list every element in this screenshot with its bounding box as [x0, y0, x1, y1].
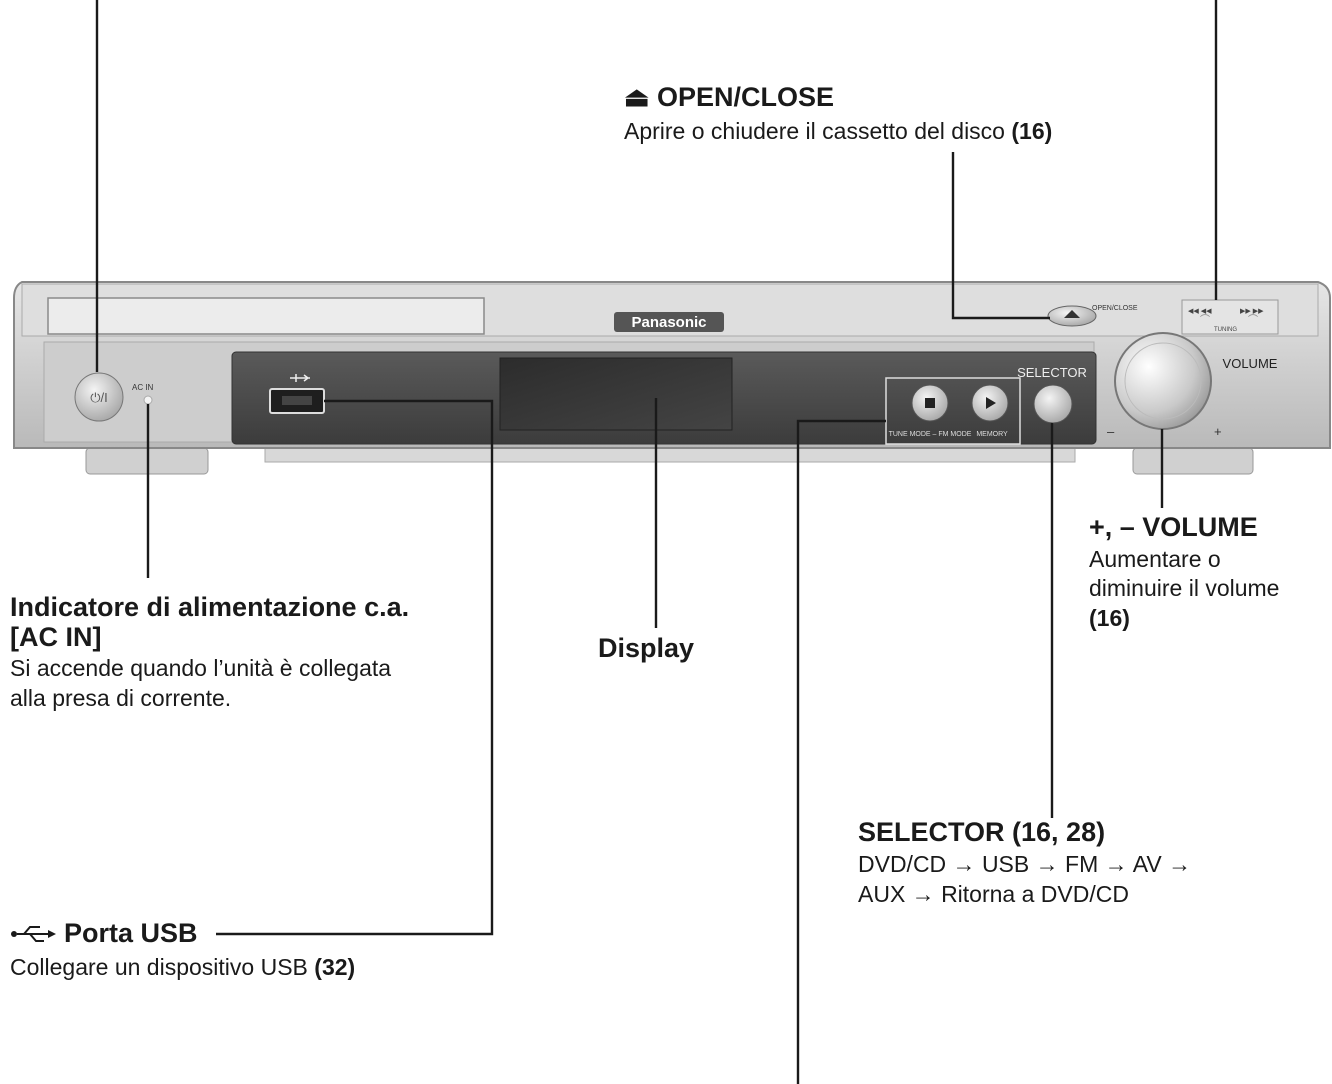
eject-icon [1064, 310, 1080, 318]
volume-desc-2: diminuire il volume [1089, 575, 1280, 601]
ac-in-label: AC IN [132, 383, 154, 392]
stop-play-group [885, 377, 1021, 445]
usb-ref: (32) [314, 954, 356, 980]
volume-desc-1: Aumentare o [1089, 546, 1221, 572]
ac-in-desc-1: Si accende quando l’unità è collegata [10, 655, 392, 681]
selector-desc-1: DVD/CD → USB → FM → AV → [858, 851, 1192, 877]
open-close-ref: (16) [1011, 118, 1053, 144]
panel-usb-symbol [290, 374, 310, 382]
svg-text:⌒: ⌒ [1248, 314, 1258, 326]
selector-title: SELECTOR (16, 28) [858, 817, 1106, 847]
play-button-label: MEMORY [976, 431, 1008, 438]
power-button-label: ⏻/I [90, 390, 108, 405]
ac-in-desc-2: alla presa di corrente. [10, 685, 232, 711]
brand-logo-text: Panasonic [631, 314, 706, 331]
usb-title-row: Porta USB [10, 918, 198, 949]
usb-desc-text: Collegare un dispositivo USB [10, 954, 308, 980]
play-icon [986, 397, 996, 409]
disc-tray [47, 297, 485, 335]
volume-knob[interactable] [1114, 332, 1212, 430]
svg-text:▶▶ ▶▶: ▶▶ ▶▶ [1240, 308, 1264, 315]
selector-button[interactable] [1033, 384, 1073, 424]
ac-in-title-1: Indicatore di alimentazione c.a. [10, 592, 410, 622]
tuning-label: TUNING [1214, 327, 1237, 333]
brand-logo-bg [614, 312, 724, 332]
tuning-buttons[interactable] [1181, 299, 1279, 335]
volume-ref: (16) [1089, 605, 1130, 631]
right-foot [1132, 447, 1254, 475]
power-button[interactable] [74, 372, 124, 422]
volume-plus-label: + [1214, 424, 1222, 439]
usb-desc: Collegare un dispositivo USB (32) [10, 952, 355, 982]
open-close-title: ⏏ OPEN/CLOSE [624, 82, 835, 112]
stop-button-label: TUNE MODE – FM MODE [889, 431, 972, 438]
svg-text:◀◀ ◀◀: ◀◀ ◀◀ [1188, 308, 1212, 315]
stop-icon [925, 398, 935, 408]
ac-in-indicator [143, 395, 153, 405]
leader-lines [95, 0, 1218, 1084]
ac-in-title-2: [AC IN] [10, 622, 102, 652]
volume-title: +, – VOLUME [1089, 512, 1258, 542]
display-title: Display [598, 633, 695, 663]
usb-title: Porta USB [64, 918, 198, 948]
display-window [499, 357, 733, 431]
selector-desc-2: AUX → Ritorna a DVD/CD [858, 881, 1129, 907]
svg-text:⌒: ⌒ [1200, 314, 1210, 326]
volume-label: VOLUME [1223, 356, 1278, 371]
volume-minus-label: – [1107, 424, 1115, 439]
open-close-desc-text: Aprire o chiudere il cassetto del disco [624, 118, 1005, 144]
usb-icon [11, 925, 56, 942]
selector-label: SELECTOR [1017, 365, 1087, 380]
open-close-desc: Aprire o chiudere il cassetto del disco … [624, 116, 1052, 146]
open-close-label: OPEN/CLOSE [1092, 305, 1138, 312]
